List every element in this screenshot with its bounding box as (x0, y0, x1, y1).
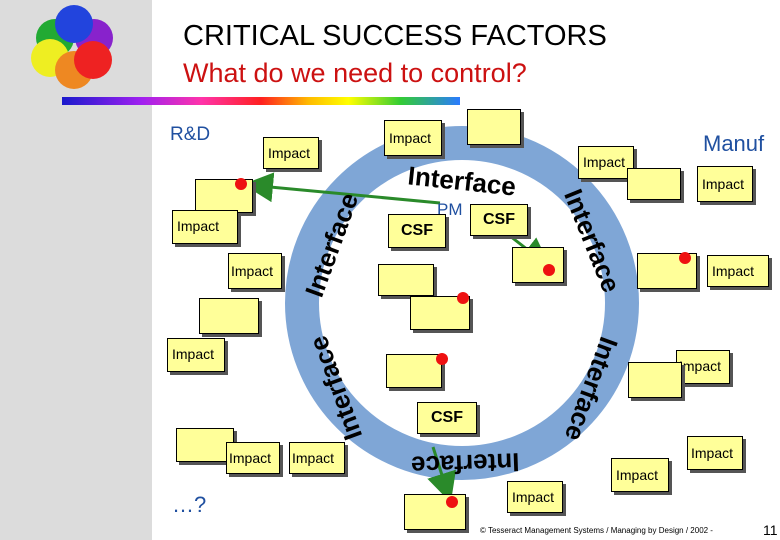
red-dot (436, 353, 448, 365)
footer-copyright: © Tesseract Management Systems / Managin… (480, 526, 713, 535)
csf-box: CSF (388, 214, 446, 248)
arrow-left (243, 172, 441, 205)
impact-box: Impact (707, 255, 769, 287)
impact-box: Impact (263, 137, 319, 169)
csf-box: CSF (417, 402, 477, 434)
page-subtitle: What do we need to control? (183, 58, 527, 88)
blank-box (176, 428, 234, 462)
blank-box (467, 109, 521, 145)
interface-label-bottom: Interface (411, 447, 520, 481)
left-sidebar (0, 0, 152, 540)
interface-ring (285, 126, 639, 480)
ellipsis-label: …? (172, 492, 207, 517)
impact-box: Impact (384, 120, 442, 156)
blank-box (386, 354, 442, 388)
impact-box: Impact (167, 338, 225, 372)
csf-box: CSF (470, 204, 528, 236)
impact-box: Impact (578, 146, 634, 179)
rd-label: R&D (170, 124, 211, 145)
impact-box: Impact (611, 458, 669, 492)
impact-box: Impact (228, 253, 282, 289)
arrow-bottom (427, 446, 456, 503)
page-title: CRITICAL SUCCESS FACTORS (183, 20, 607, 52)
red-dot (679, 252, 691, 264)
red-dot (235, 178, 247, 190)
impact-box: Impact (289, 442, 345, 474)
blank-box (627, 168, 681, 200)
blank-box (199, 298, 259, 334)
blank-box (378, 264, 434, 296)
impact-box: Impact (172, 210, 238, 244)
blank-box (628, 362, 682, 398)
blank-box-with-impact: Impact (697, 166, 753, 202)
impact-box: Impact (687, 436, 743, 470)
interface-label-top: Interface (406, 160, 517, 201)
red-dot (543, 264, 555, 276)
impact-box: Impact (507, 481, 563, 513)
blank-box (512, 247, 564, 283)
page-number: 11 (763, 522, 778, 538)
red-dot (446, 496, 458, 508)
red-dot (457, 292, 469, 304)
impact-box: Impact (676, 350, 730, 384)
manuf-label: Manuf (703, 131, 765, 156)
impact-box: Impact (226, 442, 280, 474)
rainbow-divider (62, 97, 460, 105)
